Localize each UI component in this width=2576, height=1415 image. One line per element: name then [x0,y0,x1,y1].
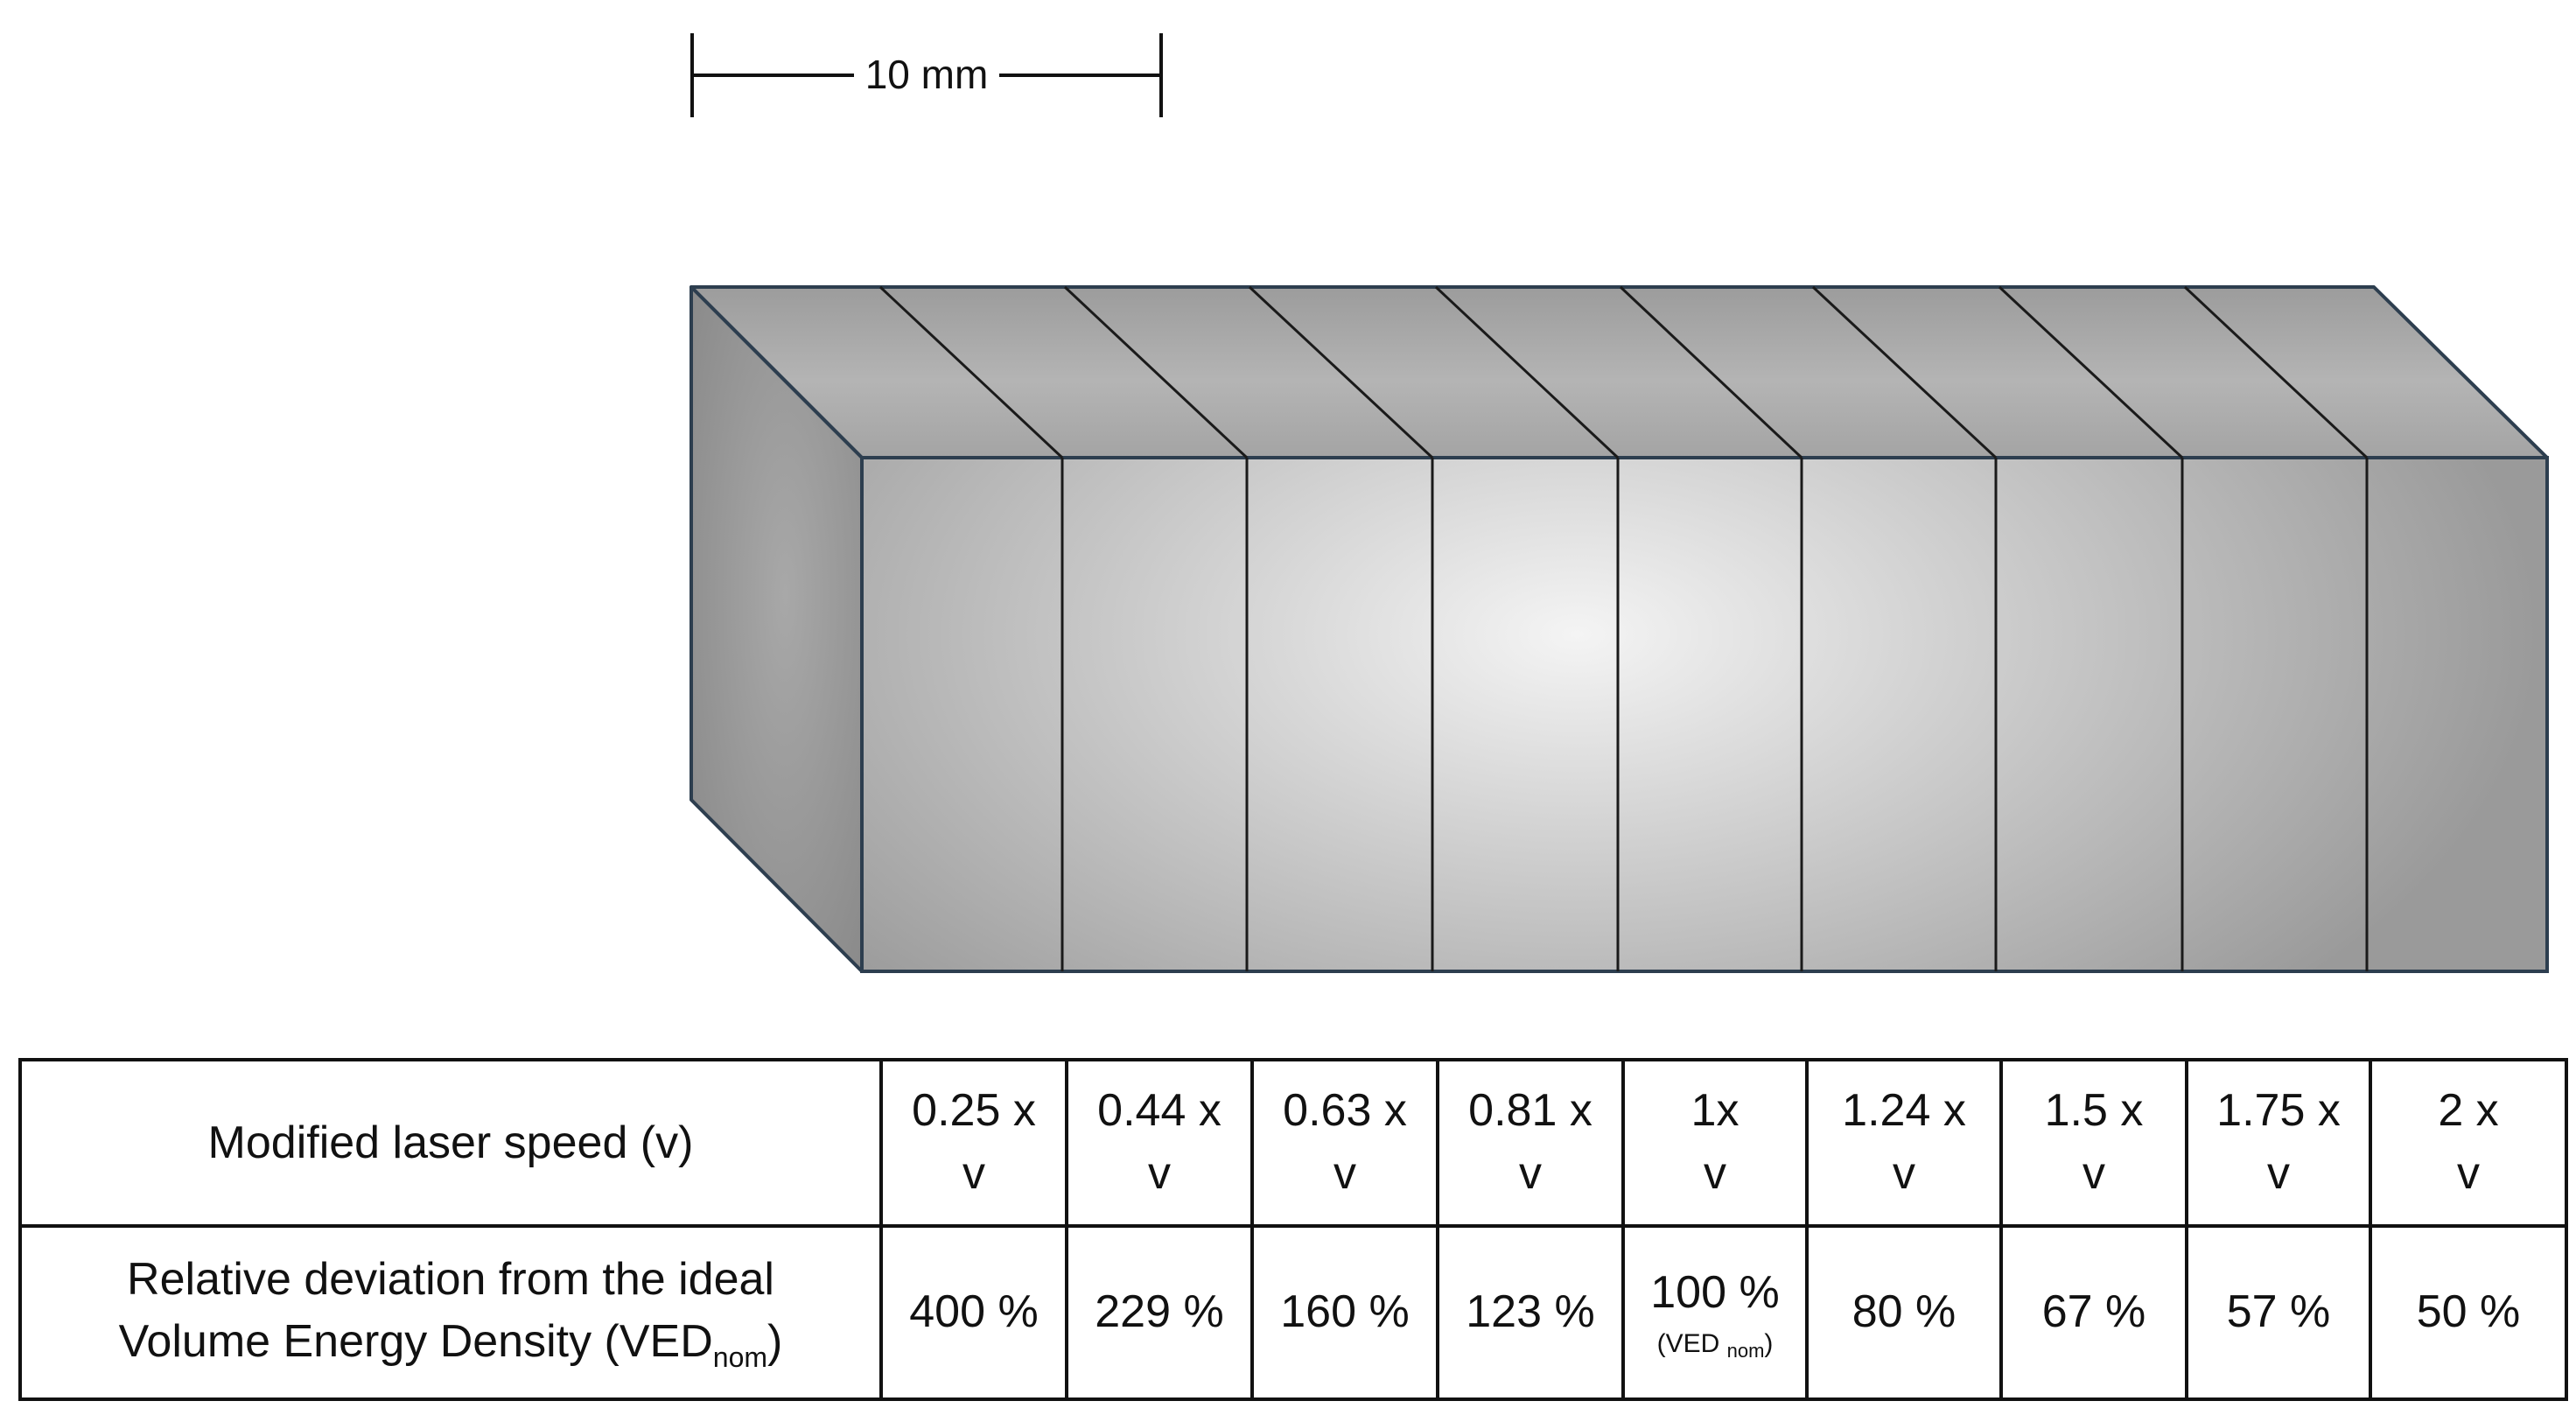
specimen-segment-dividers [878,285,2369,971]
deviation-cell: 123 % [1436,1224,1625,1401]
deviation-value: 229 % [1095,1286,1224,1338]
nominal-note-subscript: nom [1726,1340,1765,1362]
segment-divider-top [1434,285,1620,459]
ved-header-line-1: Relative deviation from the ideal [127,1253,774,1305]
speed-cell: 1.75 x v [2185,1058,2372,1228]
ved-header-line-2: Volume Energy Density (VEDnom) [25,1311,876,1377]
speed-symbol: v [2457,1148,2480,1199]
speed-cell: 1.24 x v [1805,1058,2003,1228]
deviation-value: 50 % [2416,1286,2521,1338]
deviation-cell: 100 % (VED nom) [1621,1224,1809,1401]
speed-factor: 2 x [2438,1085,2499,1137]
ved-deviation-row: Relative deviation from the ideal Volume… [18,1224,2568,1401]
deviation-value: 160 % [1280,1286,1410,1338]
deviation-cell: 160 % [1250,1224,1439,1401]
deviation-cell: 67 % [1999,1224,2188,1401]
deviation-value: 80 % [1852,1286,1956,1338]
ved-header-subscript: nom [712,1341,768,1373]
ved-header-suffix: ) [767,1315,783,1367]
segment-divider-top [1811,285,1998,459]
speed-symbol: v [2082,1148,2105,1199]
specimen-diagram: 10 mm [690,33,2549,973]
deviation-value: 123 % [1466,1286,1595,1338]
speed-factor: 1x [1690,1085,1740,1137]
ved-header-prefix: Volume Energy Density (VED [118,1315,713,1367]
specimen-front-face [860,456,2549,973]
deviation-value: 100 % [1650,1267,1780,1319]
speed-symbol: v [1704,1148,1726,1199]
deviation-value: 57 % [2226,1286,2331,1338]
speed-factor: 0.44 x [1097,1085,1222,1137]
nominal-ved-note: (VED nom) [1628,1328,1802,1362]
deviation-value: 67 % [2041,1286,2146,1338]
segment-divider-top [1063,285,1249,459]
speed-factor: 1.75 x [2216,1085,2341,1137]
speed-factor: 0.63 x [1283,1085,1407,1137]
speed-cell: 0.81 x v [1436,1058,1625,1228]
nominal-note-suffix: ) [1764,1329,1774,1359]
speed-symbol: v [1148,1148,1171,1199]
deviation-value: 400 % [909,1286,1039,1338]
segment-divider-top [1619,285,1803,459]
deviation-cell: 400 % [879,1224,1068,1401]
laser-speed-header: Modified laser speed (v) [18,1058,883,1228]
speed-factor: 0.81 x [1468,1085,1592,1137]
speed-symbol: v [1519,1148,1542,1199]
speed-symbol: v [1334,1148,1356,1199]
deviation-cell: 50 % [2369,1224,2568,1401]
specimen-block [690,285,2549,973]
segment-divider-top [878,285,1064,459]
speed-cell: 0.25 x v [879,1058,1068,1228]
deviation-cell: 57 % [2185,1224,2372,1401]
segment-divider-top [2183,285,2369,459]
segment-divider-top [1998,285,2184,459]
speed-cell: 1x v [1621,1058,1809,1228]
speed-factor: 1.5 x [2044,1085,2144,1137]
deviation-cell: 229 % [1065,1224,1254,1401]
segment-divider-top [1248,285,1434,459]
deviation-cell: 80 % [1805,1224,2003,1401]
speed-cell: 0.44 x v [1065,1058,1254,1228]
speed-factor: 1.24 x [1842,1085,1966,1137]
scale-bar-label: 10 mm [865,52,989,97]
speed-symbol: v [962,1148,985,1199]
speed-factor: 0.25 x [912,1085,1036,1137]
ved-deviation-header: Relative deviation from the ideal Volume… [18,1224,883,1401]
nominal-note-prefix: (VED [1656,1329,1720,1359]
speed-symbol: v [2267,1148,2290,1199]
speed-cell: 1.5 x v [1999,1058,2188,1228]
speed-cell: 2 x v [2369,1058,2568,1228]
speed-symbol: v [1893,1148,1915,1199]
speed-cell: 0.63 x v [1250,1058,1439,1228]
scale-bar: 10 mm [690,33,1163,117]
